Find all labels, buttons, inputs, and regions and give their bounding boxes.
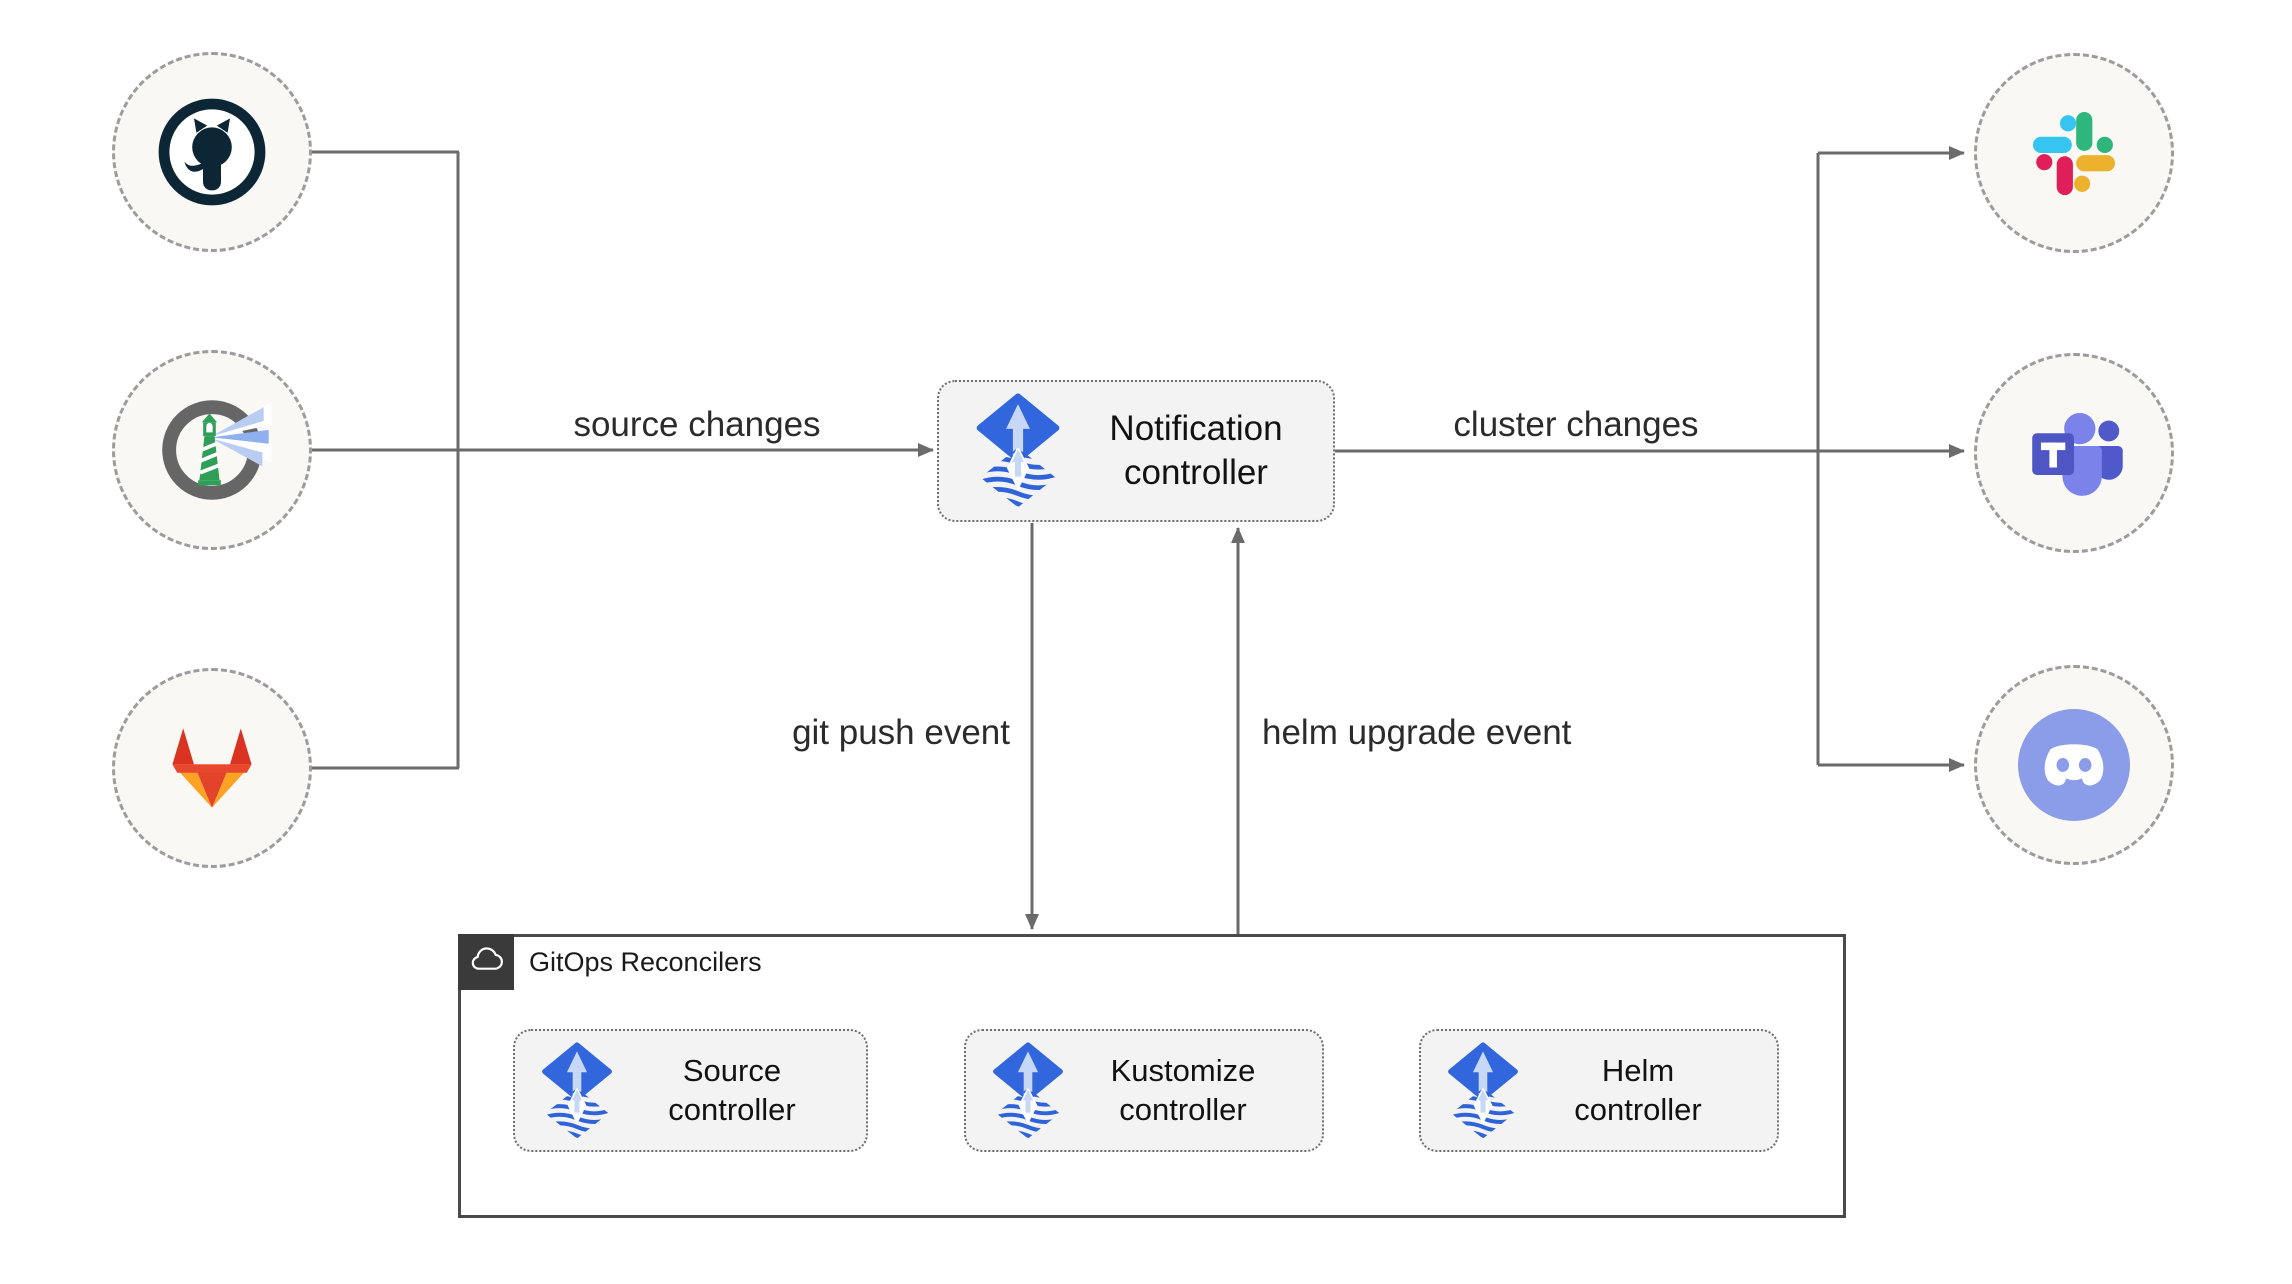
endpoint-gitlab bbox=[112, 668, 312, 868]
edge-label-helm-upgrade-event: helm upgrade event bbox=[1262, 713, 1572, 752]
flux-icon bbox=[992, 1042, 1064, 1140]
endpoint-github bbox=[112, 52, 312, 252]
endpoint-harbor bbox=[112, 350, 312, 550]
kustomize-controller-label: Kustomize controller bbox=[1110, 1052, 1256, 1127]
harbor-icon bbox=[162, 400, 272, 500]
slack-icon bbox=[2032, 111, 2116, 196]
gitlab-icon bbox=[172, 728, 252, 808]
edge-label-git-push-event: git push event bbox=[792, 713, 1010, 752]
notification-controller-label: Notification controller bbox=[1109, 409, 1283, 492]
flux-icon bbox=[1447, 1042, 1519, 1140]
endpoint-teams bbox=[1974, 353, 2174, 553]
endpoint-discord bbox=[1974, 665, 2174, 865]
teams-icon bbox=[2032, 412, 2123, 496]
group-title: GitOps Reconcilers bbox=[529, 947, 762, 977]
node-source-controller: Source controller bbox=[513, 1029, 868, 1152]
cloud-icon bbox=[471, 947, 503, 970]
flux-icon bbox=[975, 393, 1061, 509]
source-controller-label: Source controller bbox=[668, 1052, 796, 1127]
github-icon bbox=[158, 98, 266, 206]
helm-controller-label: Helm controller bbox=[1574, 1052, 1702, 1127]
node-notification-controller: Notification controller bbox=[937, 380, 1335, 522]
group-badge bbox=[458, 934, 514, 990]
flux-icon bbox=[541, 1042, 613, 1140]
edge-label-source-changes: source changes bbox=[573, 405, 821, 444]
endpoint-slack bbox=[1974, 53, 2174, 253]
edge-label-cluster-changes: cluster changes bbox=[1453, 405, 1699, 444]
discord-icon bbox=[2018, 709, 2130, 821]
node-kustomize-controller: Kustomize controller bbox=[964, 1029, 1324, 1152]
node-helm-controller: Helm controller bbox=[1419, 1029, 1779, 1152]
